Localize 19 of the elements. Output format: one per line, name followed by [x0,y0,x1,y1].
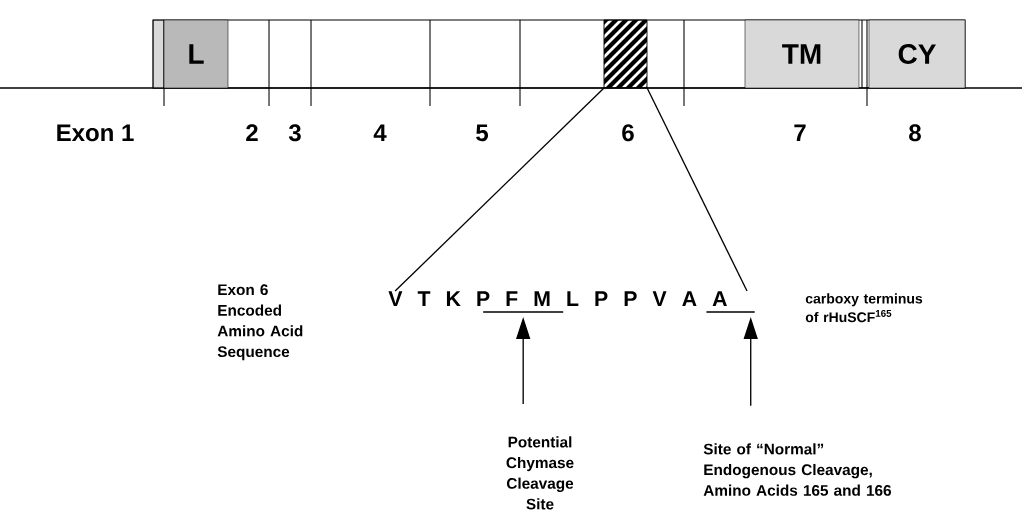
leader-line [646,87,748,292]
leader-line [394,87,605,292]
cleavage-site-caption: Potential Chymase Cleavage Site [506,436,574,510]
hatched-segment [603,19,648,89]
exon-number: 6 [622,124,634,142]
sequence-caption: Exon 6 Encoded Amino Acid Sequence [217,284,303,361]
cleavage-site-caption: Site of “Normal” Endogenous Cleavage, Amino Acids 165 and 166 [703,443,891,496]
exon-number: 3 [288,124,301,142]
exon-number: 7 [794,124,806,141]
signal-segment: L [163,19,229,89]
cytoplasmic-segment: CY [868,19,966,89]
exon-number: 2 [246,124,258,141]
transmembrane-segment: TM [744,19,860,89]
exon-number: Exon 1 [57,124,134,142]
amino-acid-sequence: V T K P F M L P P V A A [388,291,727,306]
terminus-note: carboxy terminus of rHuSCF$^{165}$ [805,293,923,323]
exon-number: 5 [476,124,488,142]
exon-number: 8 [909,124,921,142]
exon-number: 4 [373,124,387,141]
